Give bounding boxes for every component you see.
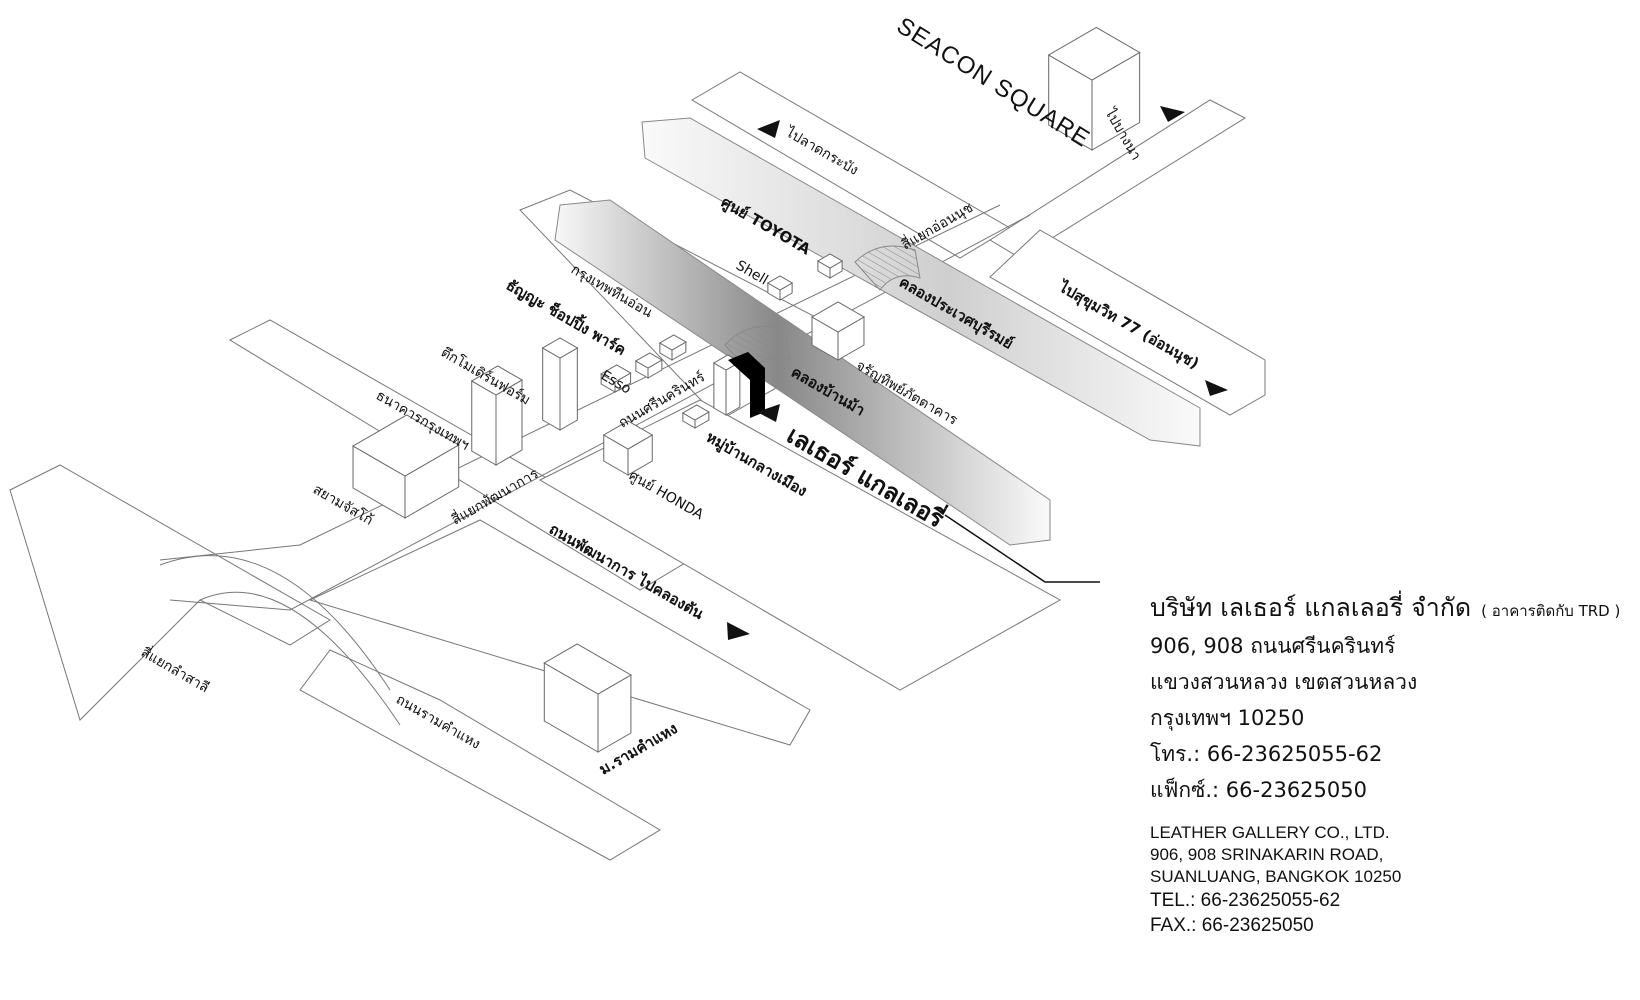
callout-line: [944, 514, 1100, 583]
building-face: [816, 253, 844, 269]
building-face: [725, 361, 741, 416]
building-thanya-2: [634, 352, 663, 379]
label-lam-sali-junction: สี่แยกลำสาลี: [138, 643, 213, 696]
building-face: [470, 365, 523, 396]
building-face: [543, 643, 632, 695]
address-th-1: 906, 908 ถนนศรีนครินทร์: [1150, 634, 1396, 658]
building-bangkok-bank: [470, 365, 523, 466]
block-sukhumvit: [989, 229, 1266, 416]
building-face: [713, 362, 727, 416]
building-face: [352, 414, 460, 477]
building-face: [559, 347, 578, 431]
building-face: [634, 352, 663, 369]
address-en-1: 906, 908 SRINAKARIN ROAD,: [1150, 845, 1384, 864]
arrow-lat-krabang: [757, 120, 780, 138]
company-name-en: LEATHER GALLERY CO., LTD.: [1150, 823, 1390, 842]
building-esso: [600, 364, 632, 393]
building-face: [811, 301, 865, 333]
arrow-bang-na: [1160, 106, 1185, 122]
tel-en: TEL.: 66-23625055-62: [1150, 890, 1341, 911]
building-face: [541, 337, 579, 359]
building-face: [658, 334, 687, 351]
building-note: ( อาคารติดกับ TRD ): [1481, 602, 1621, 620]
building-klang-muang: [681, 404, 710, 429]
arrow-pattanakarn: [727, 622, 750, 640]
building-ramkhamhaeng-univ: [543, 643, 632, 753]
fax-en: FAX.: 66-23625050: [1150, 915, 1314, 936]
building-face: [542, 347, 561, 431]
arrow-sukhumvit: [1205, 380, 1228, 396]
arrow-leather-gallery: [757, 404, 780, 422]
tel-th: โทร.: 66-23625055-62: [1150, 742, 1383, 766]
company-contact-block: บริษัท เลเธอร์ แกลเลอรี่ จำกัด ( อาคารติด…: [1150, 588, 1620, 938]
leather-gallery-building: [728, 352, 765, 418]
block-ramkhamhaeng: [299, 649, 661, 861]
overpass-edge: [159, 555, 391, 691]
building-toyota: [816, 253, 844, 279]
fax-th: แฟ็กซ์.: 66-23625050: [1150, 778, 1367, 802]
building-shell: [766, 275, 794, 301]
address-th-2: แขวงสวนหลวง เขตสวนหลวง: [1150, 670, 1418, 694]
khlong-prawet-canal: [641, 117, 1201, 447]
address-th-3: กรุงเทพฯ 10250: [1150, 706, 1305, 730]
overpass-edge-2: [199, 591, 401, 726]
building-face: [471, 380, 497, 466]
block-lam-sali: [9, 464, 331, 721]
building-face: [600, 364, 632, 383]
building-charuntip: [811, 301, 865, 361]
building-modernform: [541, 337, 579, 431]
bridge-on-nut: [854, 245, 921, 291]
khlong-ban-ma-canal: [554, 199, 1051, 546]
company-name-th: บริษัท เลเธอร์ แกลเลอรี่ จำกัด: [1150, 593, 1472, 622]
building-face: [602, 420, 654, 450]
address-en-2: SUANLUANG, BANGKOK 10250: [1150, 867, 1402, 886]
building-face: [681, 404, 710, 421]
building-siam-jusco: [352, 414, 460, 519]
buildings: [352, 26, 1141, 753]
building-face: [766, 275, 794, 291]
building-honda: [602, 420, 654, 476]
building-thanya-1: [658, 334, 687, 361]
building-face: [1047, 26, 1141, 81]
block-bang-na: [989, 99, 1247, 259]
building-seacon-square: [1047, 26, 1141, 151]
company-name-th-line: บริษัท เลเธอร์ แกลเลอรี่ จำกัด ( อาคารติด…: [1150, 588, 1620, 628]
block-pattanakarn-south: [538, 399, 1062, 691]
